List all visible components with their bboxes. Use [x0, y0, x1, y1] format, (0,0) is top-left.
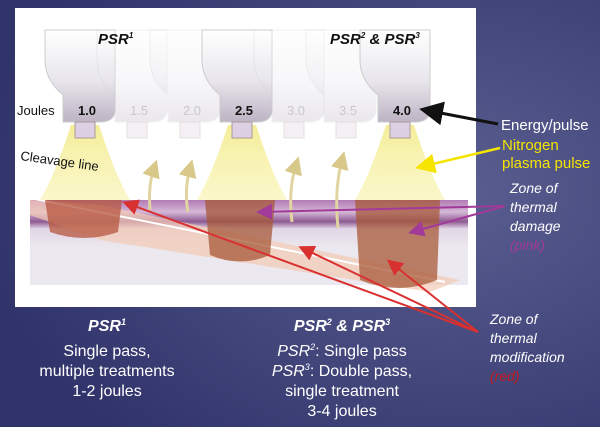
zone-25 — [205, 200, 275, 262]
heat-arrows — [142, 151, 349, 229]
svg-text:damage: damage — [510, 218, 561, 234]
energy-value: 3.5 — [339, 103, 357, 118]
svg-text:Zone of: Zone of — [509, 180, 560, 196]
thermal-damage-label: Zone of thermal damage (pink) — [509, 180, 561, 253]
handpiece-3.5 — [305, 29, 377, 139]
svg-text:plasma pulse: plasma pulse — [502, 155, 590, 172]
plasma-pulse — [197, 125, 287, 200]
svg-text:(red): (red) — [490, 368, 520, 384]
nitrogen-plasma-label: Nitrogen plasma pulse — [502, 137, 590, 172]
plasma-pulse — [355, 125, 445, 200]
svg-text:single treatment: single treatment — [285, 383, 399, 400]
skin-cross-section — [29, 197, 468, 292]
svg-text:modification: modification — [490, 349, 565, 365]
energy-pulse-label: Energy/pulse — [501, 117, 589, 134]
energy-value: 4.0 — [393, 103, 411, 118]
svg-text:(pink): (pink) — [510, 237, 545, 253]
svg-text:3-4 joules: 3-4 joules — [307, 403, 376, 420]
psr23-label: PSR2 & PSR3 — [330, 31, 420, 48]
energy-value: 1.0 — [78, 103, 96, 118]
energy-value: 2.0 — [183, 103, 201, 118]
svg-text:Single pass,: Single pass, — [63, 343, 150, 360]
caption-psr1: PSR1 Single pass, multiple treatments 1-… — [39, 317, 174, 400]
svg-text:Zone of: Zone of — [489, 311, 540, 327]
svg-text:Nitrogen: Nitrogen — [502, 137, 559, 154]
thermal-modification-label: Zone of thermal modification (red) — [489, 311, 565, 384]
caption-psr23: PSR2 & PSR3 PSR2: Single pass PSR3: Doub… — [272, 317, 412, 420]
energy-value: 2.5 — [235, 103, 253, 118]
svg-text:PSR3: Double pass,: PSR3: Double pass, — [272, 362, 412, 380]
svg-text:1-2 joules: 1-2 joules — [72, 383, 141, 400]
svg-text:PSR2 & PSR3: PSR2 & PSR3 — [294, 317, 390, 335]
handpieces — [40, 29, 445, 200]
zone-40 — [355, 200, 440, 288]
svg-text:thermal: thermal — [490, 330, 538, 346]
energy-arrow — [419, 101, 499, 126]
damage-arrow — [256, 203, 506, 220]
psr1-label: PSR1 — [98, 31, 134, 48]
svg-text:thermal: thermal — [510, 199, 558, 215]
plasma-pulse — [40, 125, 130, 200]
modification-arrows — [122, 199, 479, 333]
svg-text:PSR1: PSR1 — [88, 317, 126, 335]
handpiece-1.5 — [96, 29, 168, 139]
joules-label: Joules — [17, 103, 55, 118]
energy-value: 1.5 — [130, 103, 148, 118]
energy-value: 3.0 — [287, 103, 305, 118]
svg-text:PSR2: Single pass: PSR2: Single pass — [277, 342, 407, 360]
plasma-arrow — [415, 146, 501, 174]
svg-text:multiple treatments: multiple treatments — [39, 363, 174, 380]
zone-psr1 — [45, 200, 122, 238]
energy-labels: 1.0 1.5 2.0 2.5 3.0 3.5 4.0 — [78, 103, 411, 118]
